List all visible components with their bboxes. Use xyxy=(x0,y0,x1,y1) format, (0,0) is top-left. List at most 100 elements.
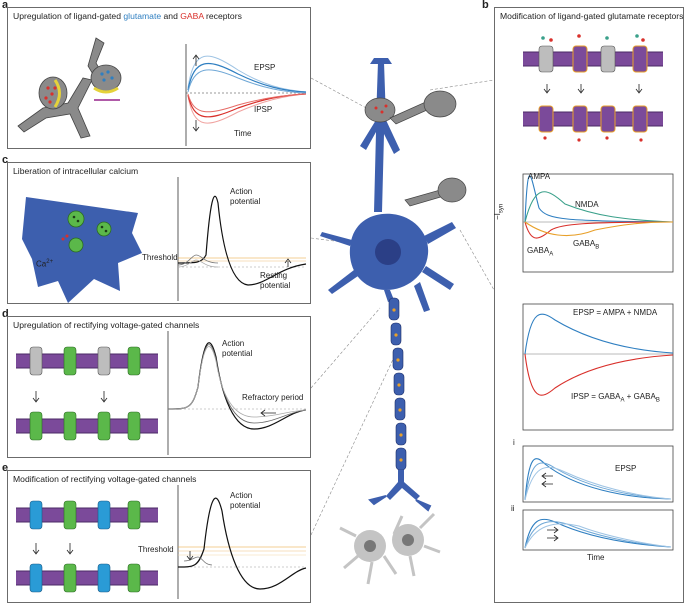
gaba-b-subscript: B xyxy=(595,244,600,251)
epsp-curve xyxy=(187,62,307,93)
panel-a-letter: a xyxy=(2,0,9,11)
ipsp-label: IPSP xyxy=(254,105,273,114)
synapse-illustration xyxy=(17,37,122,139)
resting-potential-label-2: potential xyxy=(260,281,291,290)
panel-e-title: Modification of rectifying voltage-gated… xyxy=(13,474,197,484)
epsp-curve-mid xyxy=(187,69,307,94)
panel-a-title: Upregulation of ligand-gated glutamate a… xyxy=(13,11,242,21)
panel-e: Modification of rectifying voltage-gated… xyxy=(7,470,311,603)
panel-d-title: Upregulation of rectifying voltage-gated… xyxy=(13,320,200,330)
panel-c-title: Liberation of intracellular calcium xyxy=(13,166,139,176)
membrane-bottom xyxy=(16,563,158,593)
calcium-charge: 2+ xyxy=(46,259,54,265)
receptor-membrane-top xyxy=(523,34,663,73)
right-arrow-icon xyxy=(547,526,559,534)
membrane-bottom xyxy=(16,411,158,441)
myelin-segments xyxy=(388,297,407,471)
action-potential-label-2: potential xyxy=(222,349,253,358)
calcium-stores xyxy=(61,210,112,253)
ipsp-curve-faint xyxy=(187,93,307,124)
currents-plot-frame xyxy=(522,173,674,273)
down-arrow-icon xyxy=(543,84,551,94)
glutamate-word: glutamate xyxy=(123,11,162,21)
ipsp-equation: IPSP = GABAA + GABAB xyxy=(571,392,660,404)
panel-c-graphics xyxy=(22,177,307,303)
gaba-word: GABA xyxy=(180,11,204,21)
panel-b-title: Modification of ligand-gated glutamate r… xyxy=(500,11,684,21)
gaba-b-curve xyxy=(524,221,674,237)
plot-i-frame xyxy=(522,445,674,503)
membrane-top xyxy=(16,500,158,530)
action-potential-label-1: Action xyxy=(230,491,253,500)
down-arrow-icon xyxy=(100,391,108,403)
down-arrow-icon xyxy=(186,551,194,561)
calcium-label: Ca2+ xyxy=(36,259,53,269)
target-cells xyxy=(339,512,441,585)
gaba-a-curve xyxy=(524,221,674,239)
ipsp-eq-mid: + GABA xyxy=(624,392,656,401)
ipsp-eq-sub-b: B xyxy=(655,397,660,404)
panel-b-graphics xyxy=(522,34,674,551)
cell-body-shape xyxy=(22,197,142,303)
panel-b: Modification of ligand-gated glutamate r… xyxy=(493,7,684,603)
isyn-axis-label: −Isyn xyxy=(493,204,505,220)
ipsp-curve-mid xyxy=(187,93,307,113)
epsp-sum-curve xyxy=(524,313,674,355)
isyn-text: −I xyxy=(493,213,502,220)
plot-ii-frame xyxy=(522,509,674,551)
down-arrow-icon xyxy=(32,391,40,403)
panel-a-title-text: Upregulation of ligand-gated xyxy=(13,11,124,21)
ipsp-arrow-icon xyxy=(192,120,200,132)
calcium-text: Ca xyxy=(36,259,47,269)
action-potential-label-1: Action xyxy=(222,339,245,348)
epsp-label: EPSP xyxy=(615,464,637,473)
panel-d: Upregulation of rectifying voltage-gated… xyxy=(7,316,311,458)
isyn-subscript: syn xyxy=(498,203,505,214)
time-label: Time xyxy=(587,553,605,562)
time-label: Time xyxy=(234,129,252,138)
panel-e-letter: e xyxy=(2,462,9,474)
down-arrow-icon xyxy=(32,543,40,555)
epsp-label: EPSP xyxy=(254,63,276,72)
left-arrow-icon xyxy=(541,480,553,488)
ampa-curve xyxy=(524,175,674,223)
gaba-b-text: GABA xyxy=(573,239,596,248)
left-arrow-icon xyxy=(541,472,553,480)
resting-potential-label-1: Resting xyxy=(260,271,288,280)
down-arrow-icon xyxy=(635,84,643,94)
ampa-label: AMPA xyxy=(528,172,551,181)
sum-plot-frame xyxy=(522,303,674,431)
roman-ii-label: ii xyxy=(511,504,515,513)
action-potential-label-1: Action xyxy=(230,187,253,196)
panel-a-title-and: and xyxy=(161,11,181,21)
panel-a-graphics xyxy=(17,37,307,146)
panel-c-letter: c xyxy=(2,154,9,166)
membrane-top xyxy=(16,346,158,376)
gaba-a-label: GABAA xyxy=(527,246,553,258)
ipsp-eq-sub-a: A xyxy=(620,397,625,404)
epsp-arrow-icon xyxy=(192,54,200,66)
gaba-a-text: GABA xyxy=(527,246,550,255)
threshold-label: Threshold xyxy=(138,545,174,554)
ipsp-eq-text: IPSP = GABA xyxy=(571,392,621,401)
roman-i-label: i xyxy=(513,438,515,447)
ipsp-sum-curve xyxy=(524,353,674,396)
right-arrow-icon xyxy=(547,534,559,542)
panel-e-graphics xyxy=(16,485,307,599)
action-potential-curve xyxy=(177,497,307,590)
panel-d-letter: d xyxy=(2,308,9,320)
down-arrow-icon xyxy=(66,543,74,555)
left-arrow-icon xyxy=(260,409,276,417)
panel-b-letter: b xyxy=(482,0,489,11)
gaba-a-subscript: A xyxy=(549,251,554,258)
panel-a: Upregulation of ligand-gated glutamate a… xyxy=(7,7,311,149)
panel-a-title-tail: receptors xyxy=(203,11,242,21)
receptor-membrane-bottom xyxy=(523,105,663,142)
panel-c: Liberation of intracellular calcium Ca2+… xyxy=(7,162,311,304)
epsp-curve-faint xyxy=(187,55,307,93)
nmda-curve xyxy=(524,191,674,223)
action-potential-label-2: potential xyxy=(230,197,261,206)
resting-arrow-icon xyxy=(284,258,292,267)
panel-d-graphics xyxy=(16,331,307,455)
